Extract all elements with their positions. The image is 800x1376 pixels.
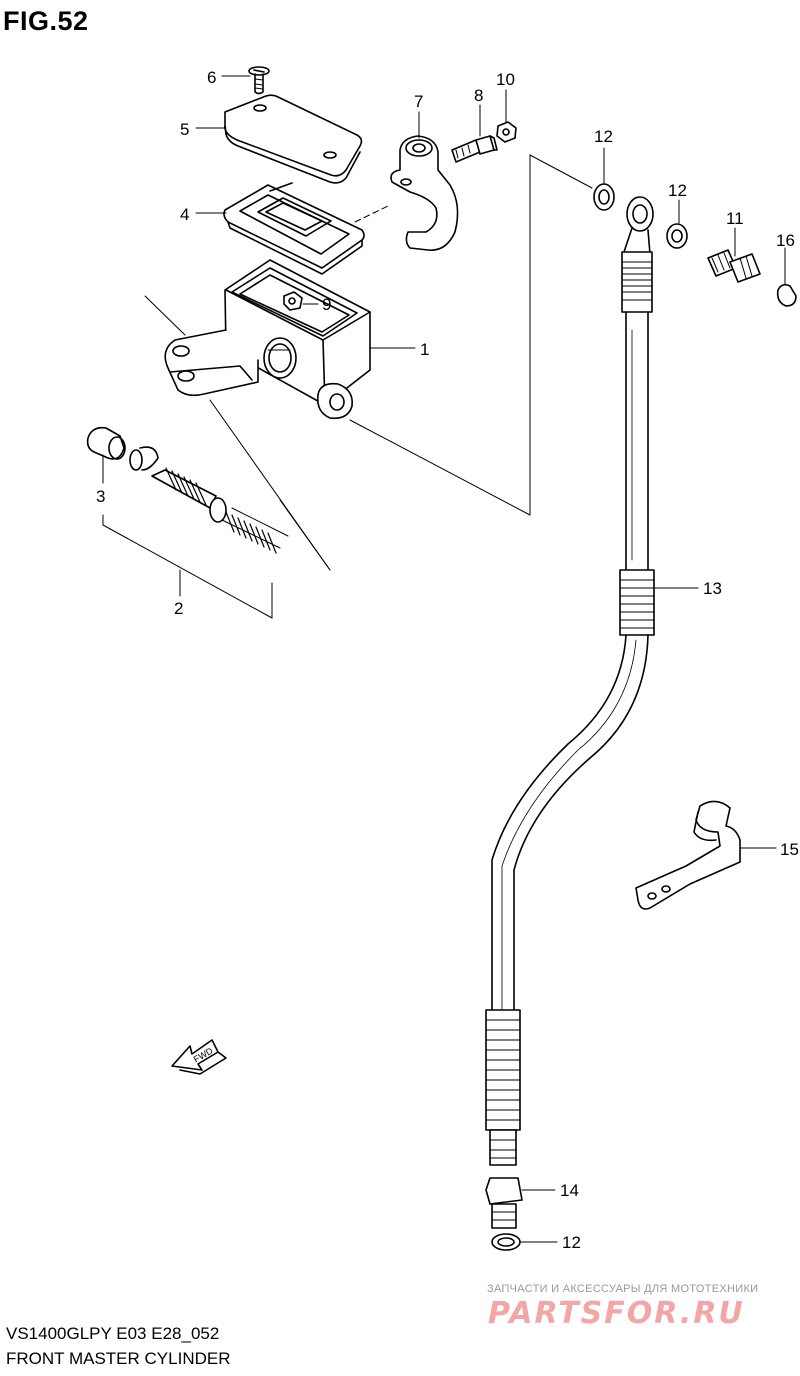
part-13-brake-hose	[485, 196, 699, 1166]
part-6-screw	[248, 66, 270, 95]
callout-1: 1	[420, 340, 429, 359]
part-10-nut	[496, 89, 517, 143]
callout-13: 13	[703, 579, 722, 598]
part-8-bolt	[451, 104, 498, 163]
callout-2: 2	[174, 599, 183, 618]
part-5-cap	[224, 94, 363, 184]
part-12-washer-c	[491, 1233, 558, 1251]
callout-16: 16	[776, 231, 795, 250]
fwd-arrow-icon: FWD	[171, 1039, 227, 1075]
part-16-cap	[776, 247, 797, 307]
watermark-tagline: ЗАПЧАСТИ И АКСЕССУАРЫ ДЛЯ МОТОТЕХНИКИ	[487, 1283, 759, 1295]
callout-7: 7	[414, 92, 423, 111]
part-3-piston-assembly	[86, 426, 289, 554]
part-12-washer-b	[666, 199, 688, 249]
callout-11: 11	[726, 209, 744, 228]
callout-5: 5	[180, 120, 189, 139]
callout-15: 15	[780, 840, 799, 859]
part-1-master-cylinder	[164, 259, 416, 420]
callout-9: 9	[322, 295, 331, 314]
part-14-union	[485, 1177, 556, 1229]
callout-4: 4	[180, 205, 189, 224]
model-code: VS1400GLPY E03 E28_052	[6, 1324, 220, 1343]
callout-12a: 12	[594, 127, 613, 146]
callout-12c: 12	[562, 1233, 581, 1252]
part-15-bracket	[635, 800, 777, 910]
callout-14: 14	[560, 1181, 579, 1200]
part-12-washer-a	[593, 147, 615, 211]
part-11-bleeder	[707, 227, 761, 283]
callout-labels: 6 5 4 7 8 10 12 12 11 16 9 1 3 2 13 15 1…	[96, 68, 799, 1252]
callout-6: 6	[207, 68, 216, 87]
figure-caption: FRONT MASTER CYLINDER	[6, 1349, 231, 1368]
callout-3: 3	[96, 487, 105, 506]
callout-8: 8	[474, 86, 483, 105]
part-9-screw	[283, 291, 319, 311]
callout-10: 10	[496, 70, 515, 89]
callout-12b: 12	[668, 181, 687, 200]
watermark-brand: PARTSFOR.RU	[488, 1296, 745, 1331]
figure-title: FIG.52	[3, 6, 89, 36]
part-4-diaphragm	[223, 182, 365, 275]
bracket-lines	[102, 75, 593, 619]
part-7-clamp	[390, 111, 459, 251]
